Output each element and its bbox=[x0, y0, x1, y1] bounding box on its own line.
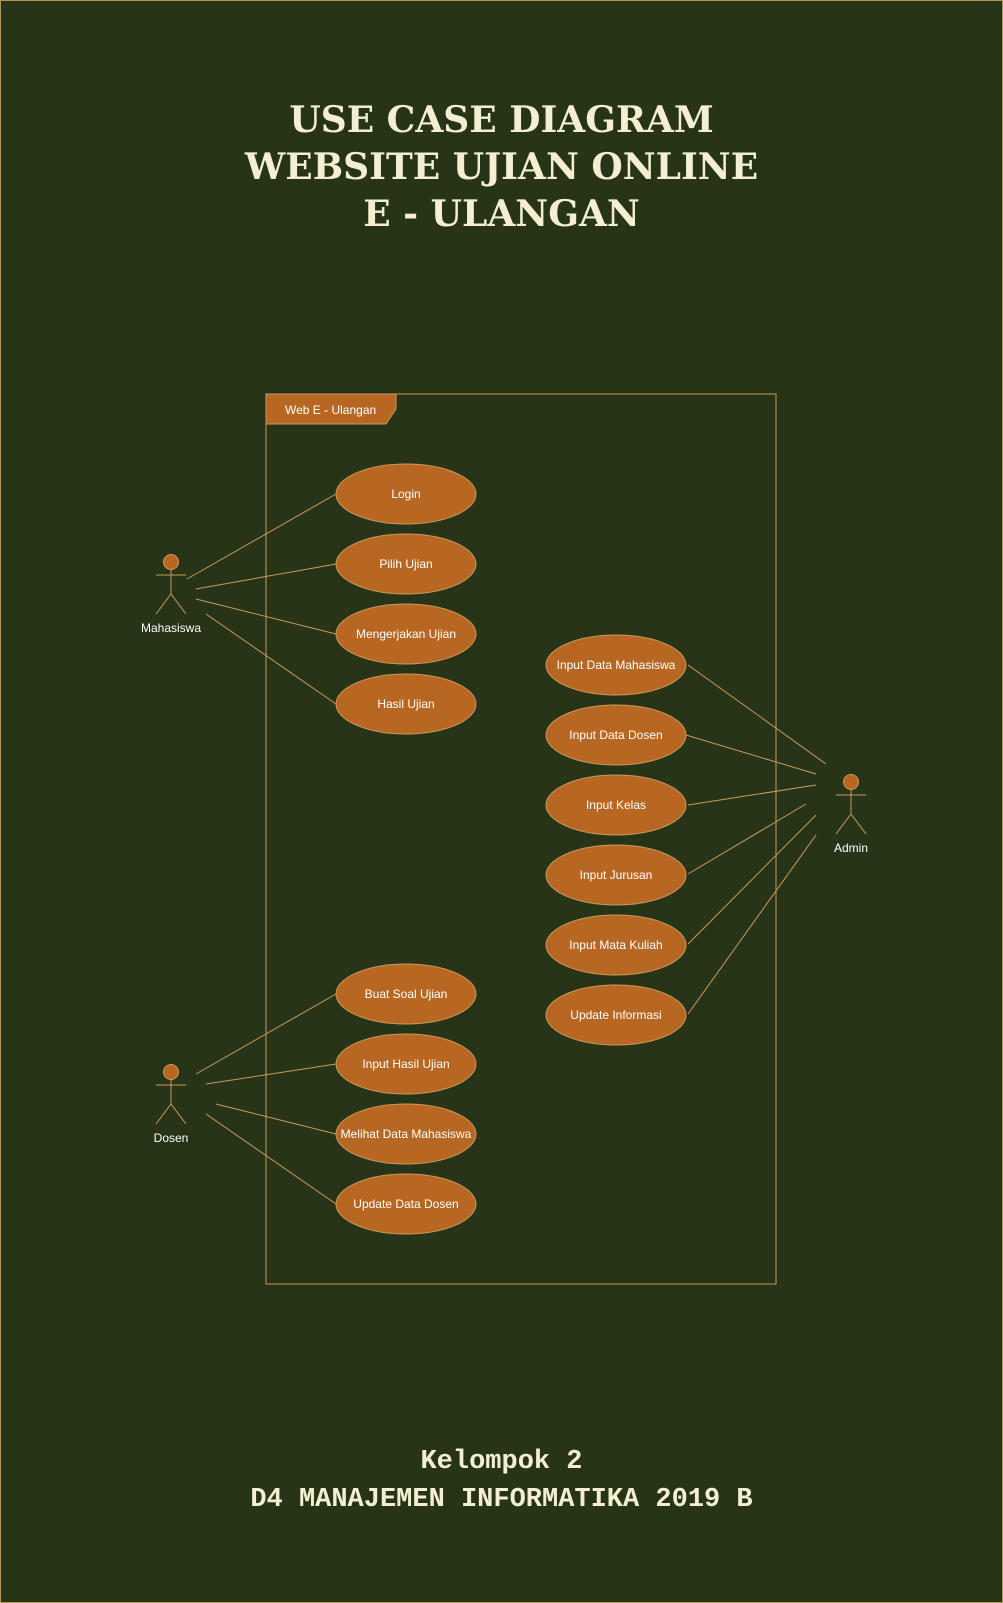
use-case-input-hasil-ujian-shape[interactable] bbox=[335, 1033, 477, 1095]
assoc-admin-input-mata-kuliah bbox=[687, 814, 817, 945]
use-case-buat-soal-ujian-label: Buat Soal Ujian bbox=[365, 987, 448, 1001]
use-case-input-data-mahasiswa-shape[interactable] bbox=[545, 634, 687, 696]
use-case-input-hasil-ujian[interactable]: Input Hasil Ujian bbox=[335, 1033, 477, 1095]
use-case-hasil-ujian-label: Hasil Ujian bbox=[377, 697, 434, 711]
assoc-admin-update-informasi bbox=[687, 834, 817, 1015]
actor-admin-head bbox=[843, 774, 859, 790]
assoc-mahasiswa-hasil-ujian bbox=[205, 613, 337, 705]
use-case-hasil-ujian-shape[interactable] bbox=[335, 673, 477, 735]
use-case-melihat-data-mahasiswa-label: Melihat Data Mahasiswa bbox=[341, 1127, 472, 1141]
actor-admin-left-leg bbox=[835, 813, 852, 835]
assoc-admin-input-data-dosen bbox=[685, 734, 817, 775]
use-case-input-jurusan-shape[interactable] bbox=[545, 844, 687, 906]
footer-class-name: D4 MANAJEMEN INFORMATIKA 2019 B bbox=[250, 1485, 753, 1515]
use-case-input-data-mahasiswa-label: Input Data Mahasiswa bbox=[557, 658, 676, 672]
use-case-input-data-mahasiswa[interactable]: Input Data Mahasiswa bbox=[545, 634, 687, 696]
actor-dosen-right-leg bbox=[170, 1103, 187, 1125]
actor-dosen-left-leg bbox=[155, 1103, 172, 1125]
title-line-1: USE CASE DIAGRAM bbox=[289, 99, 714, 141]
title-line-3: E - ULANGAN bbox=[363, 193, 640, 235]
actor-dosen-head bbox=[163, 1064, 179, 1080]
admin-associations bbox=[685, 664, 827, 1015]
mahasiswa-associations bbox=[186, 493, 337, 705]
system-boundary bbox=[265, 393, 777, 1285]
system-label: Web E - Ulangan bbox=[285, 403, 376, 417]
assoc-dosen-melihat-data bbox=[215, 1103, 337, 1135]
use-case-pilih-ujian[interactable]: Pilih Ujian bbox=[335, 533, 477, 595]
actor-mahasiswa-right-leg bbox=[170, 593, 187, 615]
use-case-login-shape[interactable] bbox=[335, 463, 477, 525]
actor-mahasiswa-left-leg bbox=[155, 593, 172, 615]
use-case-pilih-ujian-label: Pilih Ujian bbox=[379, 557, 432, 571]
assoc-admin-input-data-mahasiswa bbox=[687, 664, 827, 765]
assoc-admin-input-kelas bbox=[687, 784, 817, 806]
assoc-admin-input-jurusan bbox=[687, 803, 807, 875]
use-case-input-jurusan-label: Input Jurusan bbox=[580, 868, 653, 882]
use-case-input-mata-kuliah[interactable]: Input Mata Kuliah bbox=[545, 914, 687, 976]
use-case-hasil-ujian[interactable]: Hasil Ujian bbox=[335, 673, 477, 735]
use-case-update-data-dosen-shape[interactable] bbox=[335, 1173, 477, 1235]
actor-mahasiswa-head bbox=[163, 554, 179, 570]
actor-dosen-label: Dosen bbox=[154, 1131, 189, 1145]
use-case-mengerjakan-ujian-shape[interactable] bbox=[335, 603, 477, 665]
use-case-input-mata-kuliah-label: Input Mata Kuliah bbox=[569, 938, 662, 952]
title-line-2: WEBSITE UJIAN ONLINE bbox=[244, 146, 759, 188]
use-case-input-data-dosen[interactable]: Input Data Dosen bbox=[545, 704, 687, 766]
assoc-dosen-input-hasil bbox=[205, 1063, 337, 1085]
use-case-update-data-dosen[interactable]: Update Data Dosen bbox=[335, 1173, 477, 1235]
dosen-associations bbox=[195, 993, 337, 1205]
use-case-input-hasil-ujian-label: Input Hasil Ujian bbox=[362, 1057, 449, 1071]
use-case-buat-soal-ujian[interactable]: Buat Soal Ujian bbox=[335, 963, 477, 1025]
actor-admin-right-leg bbox=[850, 813, 867, 835]
assoc-dosen-update-data bbox=[205, 1113, 337, 1205]
use-case-input-data-dosen-label: Input Data Dosen bbox=[569, 728, 662, 742]
use-case-update-informasi-shape[interactable] bbox=[545, 984, 687, 1046]
use-case-update-informasi-label: Update Informasi bbox=[570, 1008, 661, 1022]
use-case-input-kelas-shape[interactable] bbox=[545, 774, 687, 836]
assoc-dosen-buat-soal bbox=[195, 993, 337, 1075]
actor-admin-label: Admin bbox=[834, 841, 868, 855]
actor-dosen bbox=[155, 1064, 187, 1125]
use-case-input-kelas[interactable]: Input Kelas bbox=[545, 774, 687, 836]
footer-group-name: Kelompok 2 bbox=[420, 1447, 583, 1477]
assoc-mahasiswa-pilih-ujian bbox=[195, 563, 337, 590]
use-case-update-data-dosen-label: Update Data Dosen bbox=[353, 1197, 458, 1211]
use-case-input-kelas-label: Input Kelas bbox=[586, 798, 646, 812]
use-case-pilih-ujian-shape[interactable] bbox=[335, 533, 477, 595]
use-case-mengerjakan-ujian-label: Mengerjakan Ujian bbox=[356, 627, 456, 641]
system-label-tab bbox=[265, 393, 397, 425]
use-case-melihat-data-mahasiswa-shape[interactable] bbox=[335, 1103, 477, 1165]
use-case-input-jurusan[interactable]: Input Jurusan bbox=[545, 844, 687, 906]
use-case-buat-soal-ujian-shape[interactable] bbox=[335, 963, 477, 1025]
use-case-mengerjakan-ujian[interactable]: Mengerjakan Ujian bbox=[335, 603, 477, 665]
use-case-login[interactable]: Login bbox=[335, 463, 477, 525]
use-case-input-mata-kuliah-shape[interactable] bbox=[545, 914, 687, 976]
use-case-melihat-data-mahasiswa[interactable]: Melihat Data Mahasiswa bbox=[335, 1103, 477, 1165]
actor-admin bbox=[835, 774, 867, 835]
assoc-mahasiswa-login bbox=[186, 493, 337, 580]
use-case-login-label: Login bbox=[391, 487, 420, 501]
actor-mahasiswa bbox=[155, 554, 187, 615]
use-case-update-informasi[interactable]: Update Informasi bbox=[545, 984, 687, 1046]
use-case-input-data-dosen-shape[interactable] bbox=[545, 704, 687, 766]
actor-mahasiswa-label: Mahasiswa bbox=[141, 621, 201, 635]
assoc-mahasiswa-mengerjakan-ujian bbox=[195, 598, 337, 635]
